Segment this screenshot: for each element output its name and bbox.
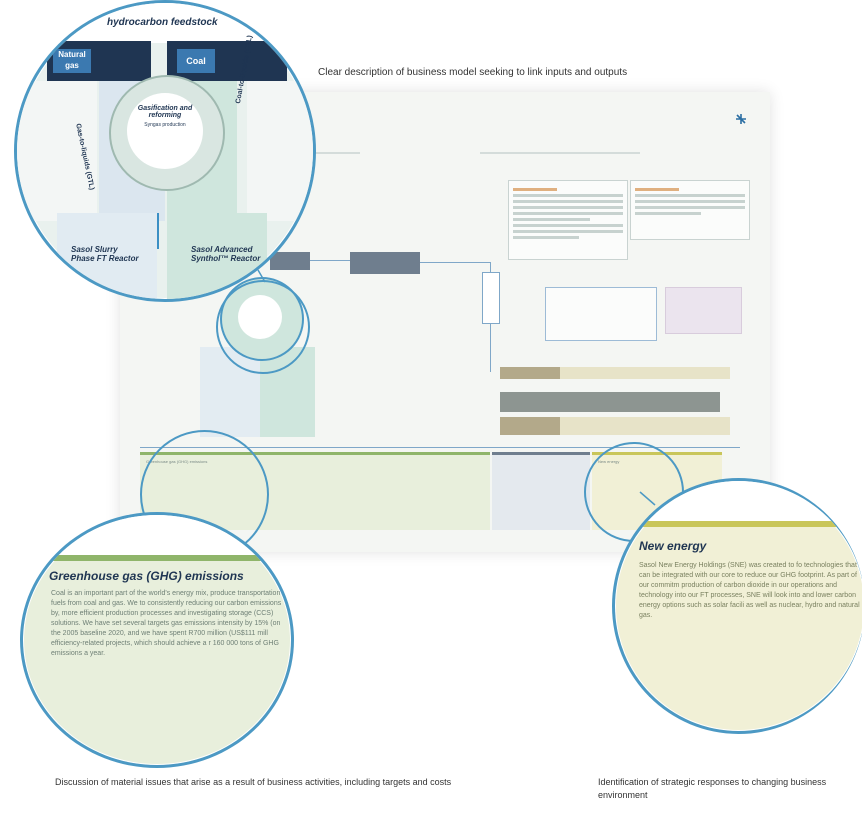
zoom-circle-ghg: Greenhouse gas (GHG) emissions Coal is a…	[20, 512, 294, 768]
caption-bottom-left: Discussion of material issues that arise…	[55, 777, 452, 787]
vertical-label-box	[482, 272, 500, 324]
natural-gas-label: Natural gas	[53, 49, 91, 73]
product-band-3	[500, 417, 560, 435]
synthol-reactor-label: Sasol Advanced Synthol™ Reactor	[191, 245, 261, 263]
gasification-title: Gasification and reforming	[137, 105, 193, 119]
ghg-title: Greenhouse gas (GHG) emissions	[49, 569, 244, 583]
feedstock-header: hydrocarbon feedstock	[107, 17, 218, 28]
description-block	[508, 180, 628, 260]
gasification-center: Gasification and reforming Syngas produc…	[127, 93, 203, 169]
mid-section	[492, 455, 590, 530]
ghg-band	[140, 452, 490, 455]
product-band-2	[500, 392, 720, 412]
coal-feed-box: Coal	[167, 41, 287, 81]
ghg-body: Coal is an important part of the world's…	[51, 590, 282, 657]
caption-bottom-right: Identification of strategic responses to…	[598, 777, 827, 800]
slurry-reactor-box: Sasol Slurry Phase FT Reactor	[57, 213, 157, 299]
synthol-reactor-box: Sasol Advanced Synthol™ Reactor	[167, 213, 267, 299]
syngas-label: Syngas production	[144, 122, 186, 128]
new-energy-title: New energy	[639, 539, 707, 553]
new-energy-yellow-band	[615, 521, 862, 527]
sasol-logo-icon	[734, 112, 748, 126]
slurry-reactor-label: Sasol Slurry Phase FT Reactor	[71, 245, 139, 263]
new-energy-body: Sasol New Energy Holdings (SNE) was crea…	[639, 562, 860, 619]
info-box	[545, 287, 657, 341]
ghg-green-band	[23, 555, 291, 561]
header-rule-2	[480, 152, 640, 154]
flow-box-2	[350, 252, 420, 274]
caption-top: Clear description of business model seek…	[318, 67, 628, 78]
coal-label: Coal	[177, 49, 215, 73]
gas-feed-box: Natural gas	[47, 41, 151, 81]
zoom-circle-new-energy: New energy Sasol New Energy Holdings (SN…	[612, 478, 862, 734]
product-band	[500, 367, 560, 379]
mid-band	[492, 452, 590, 455]
zoom-circle-process: hydrocarbon feedstock Natural gas Coal G…	[14, 0, 316, 302]
resources-block	[630, 180, 750, 240]
flow-box	[270, 252, 310, 270]
side-note-box	[665, 287, 742, 334]
product-band-4	[560, 367, 730, 379]
product-band-5	[560, 417, 730, 435]
